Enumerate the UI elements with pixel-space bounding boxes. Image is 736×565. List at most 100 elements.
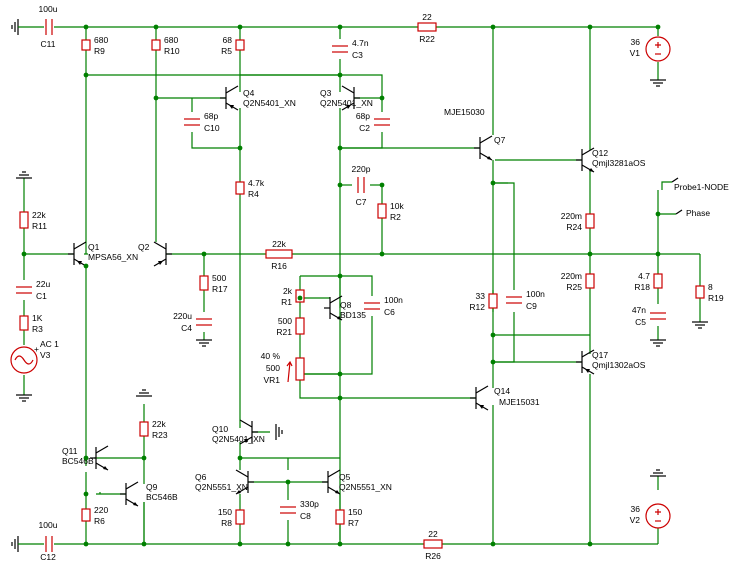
resistor-ref-r12: R12 [469,302,485,312]
transistor-q14: Q14 [470,385,510,411]
resistor-value-r26: 22 [428,529,438,539]
transistor-model-q8: BD135 [340,310,366,320]
resistor-ref-r25: R25 [566,282,582,292]
resistor-value-r3: 1K [32,313,43,323]
capacitor-value-c5: 47n [632,305,646,315]
transistor-model-q5: Q2N5551_XN [339,482,392,492]
junction-dot-23 [490,180,496,186]
resistor-ref-r16: R16 [271,261,287,271]
transistor-model-q17: Qmjl1302aOS [592,360,646,370]
capacitor-ref-c4: C4 [181,323,192,333]
resistor-value-r17: 500 [212,273,226,283]
transistor-model-q12: Qmjl3281aOS [592,158,646,168]
resistor-ref-r2: R2 [390,212,401,222]
resistor-ref-r22: R22 [419,34,435,44]
probe1-label: Probe1-NODE [674,182,729,192]
capacitor-ref-c7: C7 [356,197,367,207]
junction-dot-38 [337,395,343,401]
resistor-value-r5: 68 [223,35,233,45]
wire-73 [661,181,672,190]
capacitor-ref-c5: C5 [635,317,646,327]
junction-dot-40 [655,24,661,30]
capacitor-ref-c11: C11 [41,39,56,49]
junction-dot-21 [297,295,303,301]
junction-dot-31 [237,541,243,547]
ground-input-top [16,171,32,179]
wire-21 [340,132,383,149]
capacitor-value-c8: 330p [300,499,319,509]
transistor-q7: Q7 [474,135,506,161]
voltage-source-v3: AC 1V3+ [10,339,59,374]
transistor-model-q14: MJE15031 [499,397,540,407]
resistor-value-r2: 10k [390,201,404,211]
resistor-ref-r24: R24 [566,222,582,232]
wire-57 [493,312,515,363]
transistor-ref-q17: Q17 [592,350,608,360]
resistor-ref-r11: R11 [32,221,47,231]
junction-dot-10 [237,145,243,151]
transistor-ref-q9: Q9 [146,482,158,492]
capacitor-value-c9: 100n [526,289,545,299]
transistor-ref-q8: Q8 [340,300,352,310]
junction-dot-17 [587,251,593,257]
ground-v2 [650,469,666,477]
junction-dot-13 [379,182,385,188]
ground-r23 [136,389,152,397]
source-value-v3: AC 1 [40,339,59,349]
capacitor-ref-c8: C8 [300,511,311,521]
resistor-ref-r21: R21 [276,327,292,337]
resistor-value-r9: 680 [94,35,108,45]
capacitor-value-c12: 100u [39,520,58,530]
junction-dot-35 [587,541,593,547]
junction-dot-37 [285,479,291,485]
transistor-ref-q11: Q11 [62,446,78,456]
junction-dot-9 [379,95,385,101]
resistor-value-r10: 680 [164,35,178,45]
source-value-v2: 36 [631,504,641,514]
resistor-ref-r6: R6 [94,516,105,526]
ground-c4 [196,339,212,347]
ground-r19 [692,321,708,329]
resistor-value-r18: 4.7 [638,271,650,281]
junction-dot-4 [490,24,496,30]
junction-dot-19 [655,211,661,217]
junction-dot-14 [21,251,27,257]
junction-dot-15 [201,251,207,257]
source-value-v1: 36 [631,37,641,47]
resistor-ref-r7: R7 [348,518,359,528]
wire-13 [86,74,383,98]
source-ref-v1: V1 [630,48,641,58]
resistor-ref-r1: R1 [281,297,292,307]
junction-dot-5 [587,24,593,30]
transistor-ref-q4: Q4 [243,88,255,98]
capacitor-value-c10: 68p [204,111,218,121]
capacitor-value-c6: 100n [384,295,403,305]
junction-dot-16 [379,251,385,257]
resistor-value-r4: 4.7k [248,178,265,188]
junction-dot-32 [285,541,291,547]
wire-56 [493,182,515,290]
resistor-ref-r8: R8 [221,518,232,528]
resistor-ref-r17: R17 [212,284,228,294]
transistor-model-q9: BC546B [146,492,178,502]
resistor-value-r12: 33 [476,291,486,301]
resistor-value-r23: 22k [152,419,166,429]
pot-value-vr1: 500 [266,363,280,373]
transistor-model-q6: Q2N5551_XN [195,482,248,492]
